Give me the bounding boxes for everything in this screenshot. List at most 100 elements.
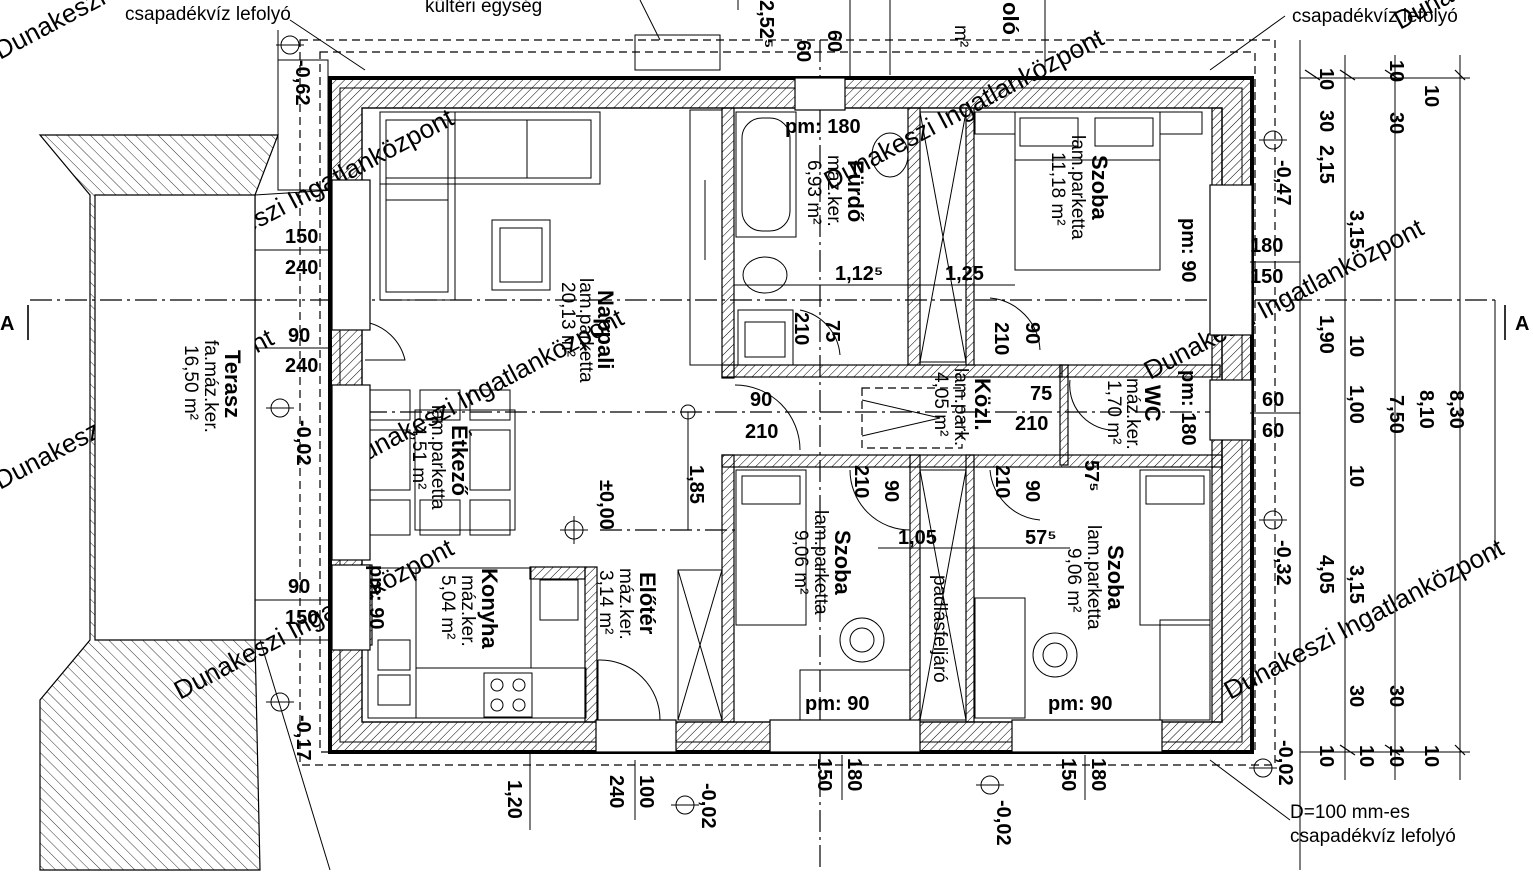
svg-text:210: 210	[991, 465, 1013, 498]
level-1: -0,62	[276, 35, 313, 106]
top-partial-name: oló	[998, 2, 1023, 35]
room-terasz: Terasz fa.máz.ker. 16,50 m²	[180, 340, 245, 433]
sill-szoba1: pm: 90	[1177, 218, 1199, 282]
svg-text:20,13 m²: 20,13 m²	[557, 282, 578, 357]
svg-text:-0,62: -0,62	[291, 60, 313, 106]
sofa	[379, 111, 601, 301]
bathroom-fixtures	[735, 111, 909, 366]
svg-text:3,14 m²: 3,14 m²	[595, 570, 616, 634]
section-mark-left: A	[0, 313, 14, 335]
outdoor-unit	[634, 34, 721, 71]
svg-text:-0,17: -0,17	[292, 715, 314, 761]
svg-text:10: 10	[1315, 68, 1337, 90]
drain-label-bottom-right: csapadékvíz lefolyó	[1290, 826, 1456, 847]
sill-szoba2: pm: 90	[805, 693, 869, 715]
svg-text:75: 75	[1030, 383, 1052, 405]
svg-text:11,18 m²: 11,18 m²	[1047, 152, 1068, 226]
drain-spec: D=100 mm-es	[1290, 802, 1410, 823]
room-furdo: Fürdő máz.ker. 6,93 m²	[803, 155, 868, 227]
bed-double	[974, 111, 1203, 271]
top-partial-room: oló m² 60 60 2,52⁵	[737, 0, 1046, 80]
svg-text:máz.ker.: máz.ker.	[823, 155, 844, 227]
svg-text:1,90: 1,90	[1315, 315, 1337, 354]
svg-text:90: 90	[1021, 322, 1043, 344]
wardrobe	[677, 111, 1211, 721]
chair-2	[1032, 632, 1078, 678]
sill-szoba3: pm: 90	[1048, 693, 1112, 715]
svg-text:30: 30	[1385, 685, 1407, 707]
svg-text:máz.ker.: máz.ker.	[1122, 378, 1143, 450]
svg-text:60: 60	[1262, 389, 1284, 411]
room-szoba2: Szoba lam.parketta 9,06 m²	[790, 510, 855, 615]
svg-text:90: 90	[750, 389, 772, 411]
svg-text:90: 90	[880, 480, 902, 502]
svg-text:150: 150	[1250, 266, 1283, 288]
svg-text:lam.parketta: lam.parketta	[1083, 525, 1104, 630]
dimension-chain-right: 10 30 2,15 3,15 1,90 10 1,00 10 3,15 4,0…	[1299, 40, 1496, 870]
svg-text:lam.parketta: lam.parketta	[575, 278, 596, 383]
svg-text:9,06 m²: 9,06 m²	[790, 530, 811, 594]
svg-text:180: 180	[843, 758, 865, 791]
level-7: -0,02	[671, 783, 719, 829]
svg-text:8,30: 8,30	[1445, 390, 1467, 429]
svg-text:1,20: 1,20	[503, 780, 525, 819]
svg-text:máz.ker.: máz.ker.	[615, 568, 636, 640]
svg-text:8,10: 8,10	[1415, 390, 1437, 429]
sill-labels: pm: 180 pm: 90 pm: 180 pm: 90 pm: 90 pm:…	[365, 116, 1199, 715]
level-5: -0,32	[1259, 510, 1294, 586]
drain-label-top-right: csapadékvíz lefolyó	[1292, 6, 1458, 27]
outdoor-unit-label: kültéri egység	[425, 0, 542, 17]
svg-text:3,15: 3,15	[1345, 565, 1367, 604]
svg-text:4,05: 4,05	[1315, 555, 1337, 594]
svg-text:10: 10	[1385, 60, 1407, 82]
door-swings	[364, 297, 1111, 722]
room-etkezo: Étkező lam.parketta 4,51 m²	[408, 405, 472, 510]
interior-dimensions: 1,12⁵ 1,25 1,85 1,05 57⁵ 57⁵ 1,20	[503, 263, 1102, 830]
svg-text:150: 150	[285, 607, 318, 629]
svg-text:1,25: 1,25	[945, 263, 984, 285]
svg-text:10: 10	[1420, 745, 1442, 767]
svg-text:Konyha: Konyha	[477, 568, 502, 649]
svg-text:30: 30	[1315, 110, 1337, 132]
svg-text:fa.máz.ker.: fa.máz.ker.	[200, 340, 221, 433]
drain-annotations: csapadékvíz lefolyó kültéri egység csapa…	[125, 0, 1458, 847]
svg-text:-0,02: -0,02	[292, 420, 314, 466]
svg-text:150: 150	[1057, 758, 1079, 791]
drain-label-top-left: csapadékvíz lefolyó	[125, 4, 291, 25]
windows	[331, 77, 1253, 753]
svg-text:150: 150	[813, 758, 835, 791]
watermark-7: Dunakeszi Ingatlanközpont	[1219, 532, 1509, 705]
svg-text:90: 90	[288, 325, 310, 347]
svg-text:10: 10	[1385, 745, 1407, 767]
top-partial-area: m²	[950, 25, 971, 47]
coffee-table	[491, 219, 551, 291]
svg-text:Szoba: Szoba	[1103, 545, 1128, 611]
tv-cabinet	[689, 109, 723, 366]
section-mark-right: A	[1515, 313, 1529, 335]
eaves-outline	[319, 51, 1256, 753]
svg-text:-0,02: -0,02	[992, 800, 1014, 846]
chair-1	[839, 617, 885, 663]
svg-text:210: 210	[790, 312, 812, 345]
svg-text:210: 210	[745, 421, 778, 443]
svg-text:-0,02: -0,02	[697, 783, 719, 829]
sill-wc: pm: 180	[1177, 370, 1199, 446]
terrace-outline	[38, 30, 336, 871]
room-szoba3: Szoba lam.parketta 9,06 m²	[1063, 525, 1128, 630]
svg-text:60: 60	[1262, 420, 1284, 442]
svg-text:Nappali: Nappali	[593, 290, 618, 369]
svg-text:3,15: 3,15	[1345, 210, 1367, 249]
svg-text:Közl.: Közl.	[970, 378, 995, 431]
svg-text:Étkező: Étkező	[447, 425, 472, 496]
svg-text:30: 30	[1345, 685, 1367, 707]
svg-text:-0,02: -0,02	[1274, 740, 1296, 786]
svg-text:100: 100	[635, 775, 657, 808]
svg-text:10: 10	[1315, 745, 1337, 767]
room-eloter: Előtér máz.ker. 3,14 m²	[595, 568, 660, 640]
svg-text:210: 210	[1015, 413, 1048, 435]
svg-text:180: 180	[1087, 758, 1109, 791]
room-padlas: padlásfeljáró	[929, 575, 950, 683]
svg-text:1,85: 1,85	[685, 465, 707, 504]
svg-text:lam.parketta: lam.parketta	[427, 405, 448, 510]
svg-text:lam.parketta: lam.parketta	[1067, 135, 1088, 240]
